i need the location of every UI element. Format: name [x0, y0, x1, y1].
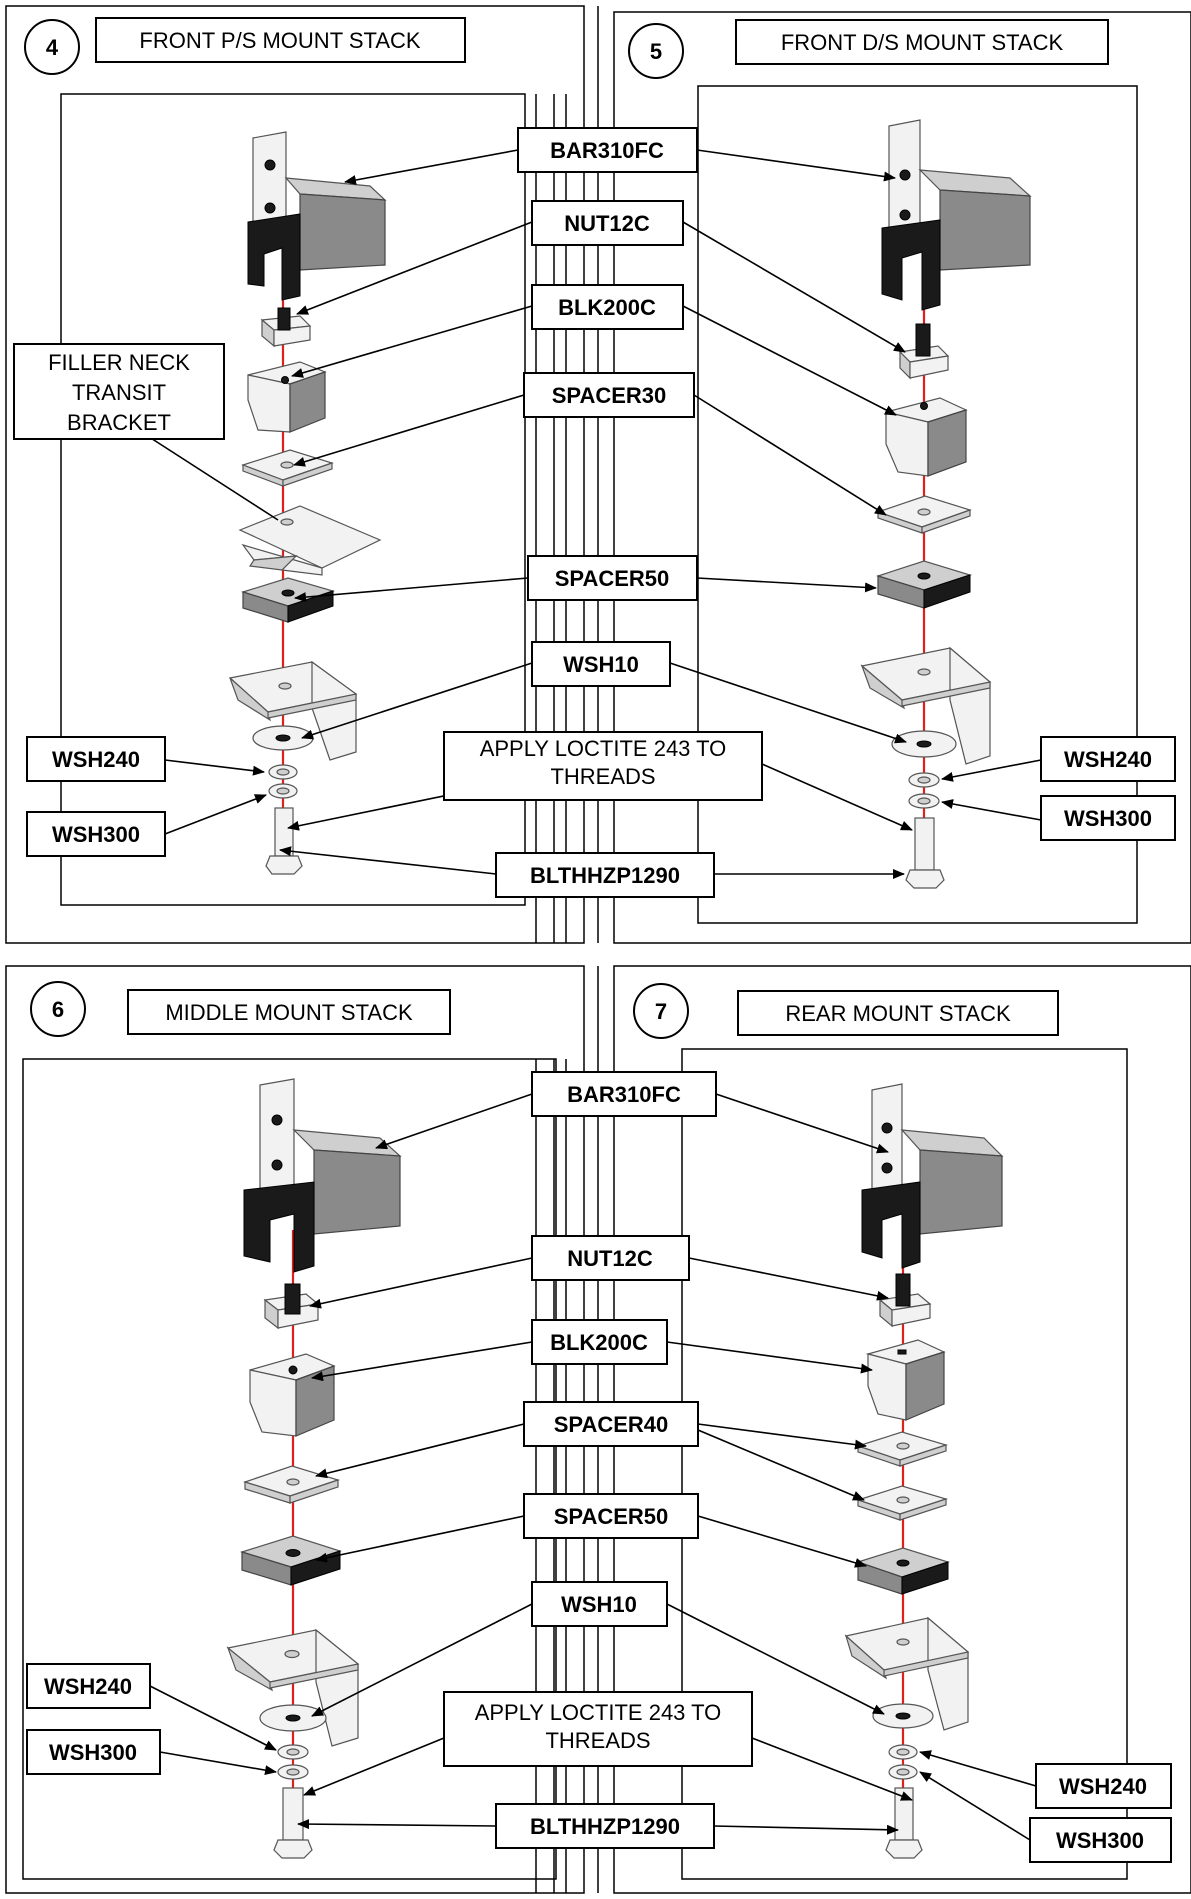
- label-blthhzp1290: BLTHHZP1290: [530, 1814, 680, 1839]
- label-spacer30: SPACER30: [552, 383, 667, 408]
- stack-panel-7: [844, 1083, 1004, 1859]
- label-bar310fc: BAR310FC: [550, 138, 664, 163]
- panel-title: FRONT D/S MOUNT STACK: [781, 30, 1064, 55]
- nut-part: [260, 307, 312, 348]
- nut-part: [898, 323, 950, 380]
- spacer-40-part: [243, 1465, 340, 1504]
- block-part: [247, 361, 327, 433]
- label-wsh240-left: WSH240: [44, 1674, 132, 1699]
- panel-5-frame: [613, 11, 1191, 944]
- washer-wsh240-part: [268, 764, 298, 780]
- panel-title: FRONT P/S MOUNT STACK: [139, 28, 420, 53]
- filler-neck-bracket-part: [238, 505, 382, 576]
- washer-wsh240-part: [888, 1744, 918, 1760]
- loctite-note-bottom-line1: APPLY LOCTITE 243 TO: [475, 1700, 722, 1725]
- panel-4-header: 4 FRONT P/S MOUNT STACK: [24, 17, 466, 75]
- spacer-50-part: [876, 560, 972, 609]
- labels-bottom: BAR310FC NUT12C BLK200C SPACER40 SPACER5…: [26, 1071, 1172, 1863]
- l-bracket-part: [844, 1616, 970, 1731]
- filler-neck-note-line2: TRANSIT: [72, 380, 166, 405]
- spacer-50-part: [239, 1535, 342, 1586]
- spacer-30-part: [241, 449, 334, 487]
- stack-panel-6: [226, 1078, 402, 1859]
- label-wsh300-left: WSH300: [52, 822, 140, 847]
- washer-wsh10-part: [259, 1704, 327, 1732]
- bar-bracket-part: [861, 1083, 1004, 1269]
- block-part: [885, 397, 968, 477]
- block-part: [249, 1353, 336, 1437]
- l-bracket-part: [860, 646, 992, 765]
- block-part: [865, 1339, 946, 1421]
- panel-number: 5: [650, 39, 662, 64]
- label-nut12c: NUT12C: [564, 211, 650, 236]
- label-wsh10: WSH10: [561, 1592, 637, 1617]
- washer-wsh10-part: [891, 730, 957, 758]
- stack-panel-5: [860, 119, 1032, 889]
- panel-number: 7: [655, 999, 667, 1024]
- spacer-50-part: [240, 577, 336, 623]
- label-nut12c: NUT12C: [567, 1246, 653, 1271]
- label-blthhzp1290: BLTHHZP1290: [530, 863, 680, 888]
- label-wsh240-right: WSH240: [1059, 1774, 1147, 1799]
- panel-title: MIDDLE MOUNT STACK: [165, 1000, 413, 1025]
- panel-6-header: 6 MIDDLE MOUNT STACK: [30, 981, 451, 1037]
- label-spacer40: SPACER40: [554, 1412, 669, 1437]
- washer-wsh10-part: [872, 1703, 934, 1729]
- bar-bracket-part: [247, 131, 387, 301]
- label-wsh240-left: WSH240: [52, 747, 140, 772]
- washer-wsh240-part: [908, 772, 940, 788]
- filler-neck-note-line3: BRACKET: [67, 410, 171, 435]
- panel-number: 4: [46, 35, 59, 60]
- label-spacer50: SPACER50: [555, 566, 670, 591]
- panel-number-circle: [24, 19, 80, 75]
- nut-part: [878, 1273, 932, 1328]
- label-wsh300-left: WSH300: [49, 1740, 137, 1765]
- bolt-part: [265, 807, 303, 875]
- panel-number: 6: [52, 997, 64, 1022]
- label-wsh240-right: WSH240: [1064, 747, 1152, 772]
- panel-4-frame: [5, 5, 585, 944]
- bolt-part: [905, 817, 945, 889]
- panel-7-header: 7 REAR MOUNT STACK: [633, 983, 1059, 1039]
- spacer-30-part: [876, 495, 972, 534]
- bar-bracket-part: [243, 1078, 402, 1273]
- panel-number-circle: [30, 981, 86, 1037]
- label-blk200c: BLK200C: [550, 1330, 648, 1355]
- stack-panel-4: [228, 131, 387, 875]
- panel-number-circle: [633, 983, 689, 1039]
- label-wsh300-right: WSH300: [1056, 1828, 1144, 1853]
- label-blk200c: BLK200C: [558, 295, 656, 320]
- bolt-part: [273, 1787, 313, 1859]
- bar-bracket-part: [881, 119, 1032, 311]
- panel-5-header: 5 FRONT D/S MOUNT STACK: [628, 19, 1109, 79]
- leader-lines-bottom: [149, 1093, 1037, 1841]
- bolt-part: [885, 1787, 923, 1859]
- label-wsh300-right: WSH300: [1064, 806, 1152, 831]
- washer-wsh300-part: [268, 783, 298, 799]
- label-bar310fc: BAR310FC: [567, 1082, 681, 1107]
- spacer-40-part: [856, 1485, 949, 1521]
- filler-neck-note-line1: FILLER NECK: [48, 350, 190, 375]
- labels-top: BAR310FC NUT12C BLK200C SPACER30 SPACER5…: [13, 127, 1176, 898]
- l-bracket-part: [228, 660, 358, 761]
- washer-wsh240-part: [277, 1744, 309, 1760]
- nut-part: [263, 1283, 320, 1330]
- loctite-note-top-line2: THREADS: [550, 764, 655, 789]
- loctite-note-bottom-line2: THREADS: [545, 1728, 650, 1753]
- spacer-40-part: [856, 1431, 949, 1467]
- panel-title: REAR MOUNT STACK: [785, 1001, 1011, 1026]
- spacer-50-part: [856, 1547, 950, 1595]
- panel-number-circle: [628, 23, 684, 79]
- washer-wsh300-part: [277, 1764, 309, 1780]
- label-spacer50: SPACER50: [554, 1504, 669, 1529]
- washer-wsh300-part: [908, 793, 940, 809]
- washer-wsh300-part: [888, 1764, 918, 1780]
- loctite-note-top-line1: APPLY LOCTITE 243 TO: [480, 736, 727, 761]
- label-wsh10: WSH10: [563, 652, 639, 677]
